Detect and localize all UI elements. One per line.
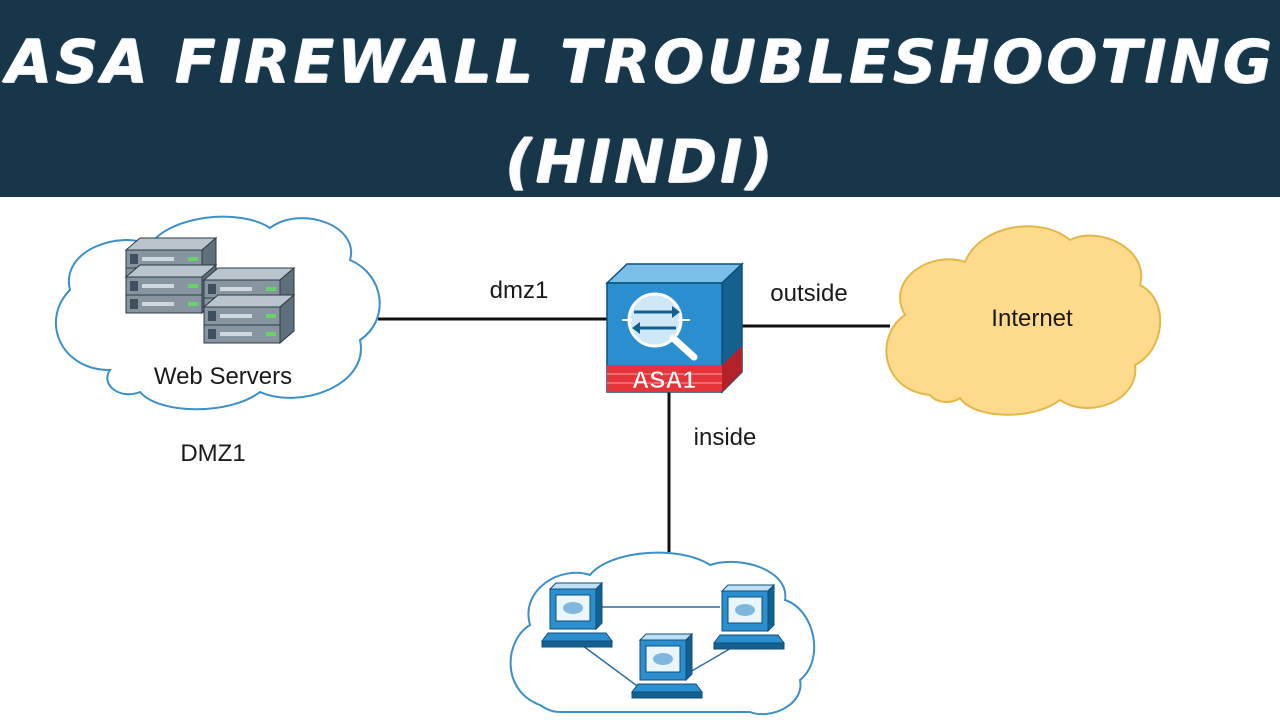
web-servers-label: Web Servers	[154, 363, 292, 390]
dmz-zone-label: DMZ1	[180, 440, 245, 467]
inside-interface-label: inside	[694, 424, 757, 451]
network-diagram: Web Servers DMZ1 Internet A	[0, 197, 1280, 720]
firewall-icon	[605, 262, 744, 394]
dmz-interface-label: dmz1	[490, 277, 549, 304]
internet-label: Internet	[991, 305, 1073, 332]
internet-cloud	[885, 225, 1162, 416]
title-line-2: (Hindi)	[504, 127, 776, 197]
title-line-1: ASA Firewall Troubleshooting	[5, 27, 1275, 97]
firewall-label: ASA1	[632, 367, 696, 394]
outside-interface-label: outside	[770, 280, 847, 307]
title-banner: ASA Firewall Troubleshooting (Hindi)	[0, 0, 1280, 197]
